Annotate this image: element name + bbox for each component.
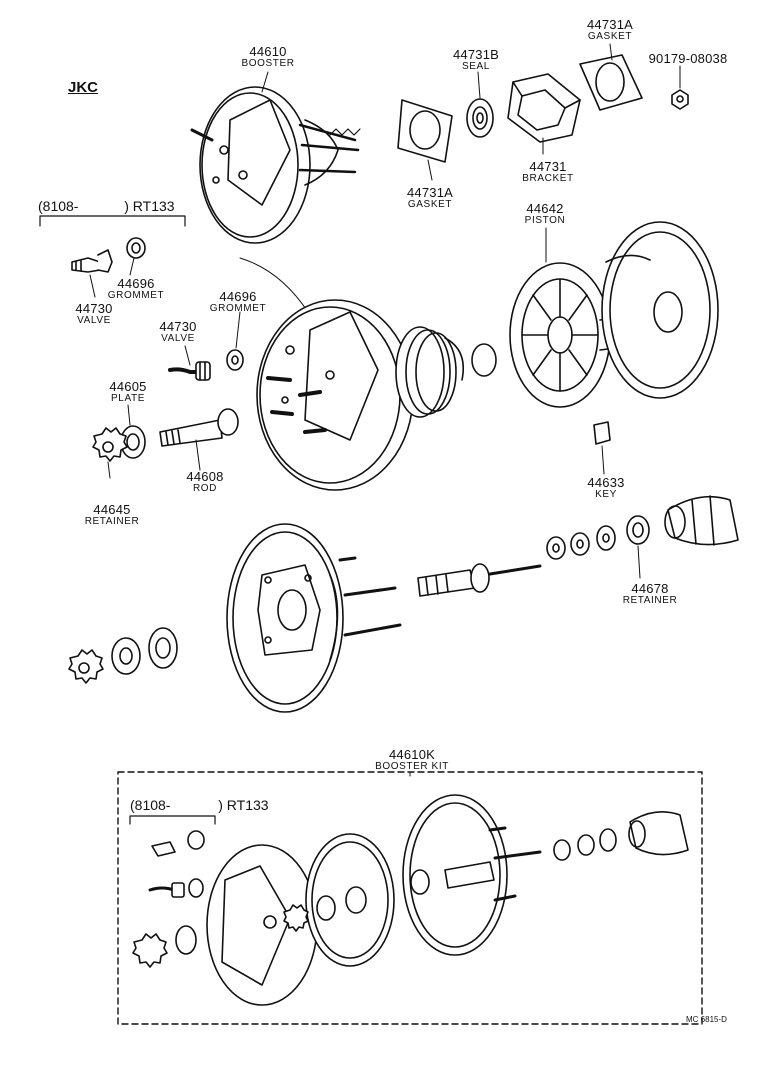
label-grommet-b: 44696 GROMMET xyxy=(210,290,266,314)
label-plate: 44605 PLATE xyxy=(109,380,146,404)
part-number: 44610 xyxy=(249,44,287,59)
diaphragm-drawing xyxy=(395,326,464,418)
part-name: BRACKET xyxy=(522,173,574,184)
diagram-header: JKC xyxy=(68,79,99,96)
valve-body-drawing xyxy=(417,563,542,597)
part-name: RETAINER xyxy=(622,595,678,606)
lower-retainer-drawing xyxy=(68,627,178,684)
part-name: GROMMET xyxy=(107,290,165,301)
part-number: 44696 xyxy=(219,289,257,304)
gasket-top-drawing xyxy=(579,54,643,111)
part-name: BOOSTER KIT xyxy=(375,761,449,772)
valve-a-drawing xyxy=(71,249,113,273)
part-number: 44731 xyxy=(529,159,567,174)
bracket-drawing xyxy=(507,73,581,143)
valve-b-drawing xyxy=(168,361,211,381)
grommet-b-drawing xyxy=(226,349,244,371)
rod-drawing xyxy=(159,408,239,447)
label-bracket: 44731 BRACKET xyxy=(522,160,573,184)
range-open: (8108- xyxy=(130,797,171,813)
label-retainer-b: 44678 RETAINER xyxy=(623,582,678,606)
part-name: VALVE xyxy=(77,315,111,326)
label-gasket-mid: 44731A GASKET xyxy=(407,186,453,210)
label-seal: 44731B SEAL xyxy=(453,48,499,72)
part-number: 44605 xyxy=(109,379,147,394)
part-name: SEAL xyxy=(462,61,490,72)
part-number: 44608 xyxy=(186,469,224,484)
part-number: 44731B xyxy=(452,47,500,62)
label-booster-kit: 44610K BOOSTER KIT xyxy=(375,748,449,772)
range-bracket-top xyxy=(39,215,186,227)
booster-rear-shell-top xyxy=(601,221,719,399)
gasket-mid-drawing xyxy=(397,99,453,163)
nut-drawing xyxy=(671,89,689,110)
range-note-kit: (8108- ) RT133 xyxy=(130,798,269,812)
range-close: ) RT133 xyxy=(124,198,175,214)
retainer-b-drawing xyxy=(626,515,650,545)
label-booster: 44610 BOOSTER xyxy=(241,45,294,69)
part-number: 44645 xyxy=(93,502,131,517)
retainer-a-drawing xyxy=(92,427,128,462)
range-close: ) RT133 xyxy=(218,797,269,813)
washer-set-drawing xyxy=(546,525,616,560)
seal-drawing xyxy=(466,98,494,138)
part-name: VALVE xyxy=(161,333,195,344)
range-open: (8108- xyxy=(38,198,79,214)
label-piston: 44642 PISTON xyxy=(525,202,566,226)
part-name: BOOSTER xyxy=(241,58,295,69)
part-name: GASKET xyxy=(407,199,453,210)
label-grommet-a: 44696 GROMMET xyxy=(108,277,164,301)
leader-lines xyxy=(89,43,681,777)
part-name: PLATE xyxy=(111,393,145,404)
booster-top-assembly xyxy=(190,86,361,244)
figure-code: MC 6815-D xyxy=(686,1015,727,1024)
booster-front-shell xyxy=(256,299,414,491)
part-number: 44730 xyxy=(159,319,197,334)
part-number: 44696 xyxy=(117,276,155,291)
part-number: 44731A xyxy=(406,185,454,200)
label-valve-a: 44730 VALVE xyxy=(75,302,112,326)
grommet-a-drawing xyxy=(126,237,146,259)
part-number: 44678 xyxy=(631,581,669,596)
part-name: GASKET xyxy=(587,31,633,42)
part-name: ROD xyxy=(192,483,218,494)
label-retainer-a: 44645 RETAINER xyxy=(85,503,140,527)
part-number: 44731A xyxy=(586,17,634,32)
label-gasket-top: 44731A GASKET xyxy=(587,18,633,42)
part-number: 44610K xyxy=(388,747,436,762)
key-drawing xyxy=(593,421,611,445)
part-name: GROMMET xyxy=(209,303,267,314)
part-number: 44730 xyxy=(75,301,113,316)
label-key: 44633 KEY xyxy=(587,476,624,500)
part-name: PISTON xyxy=(524,215,566,226)
kit-contents-drawing xyxy=(132,794,689,1006)
range-bracket-kit xyxy=(129,815,216,825)
part-number: 44633 xyxy=(587,475,625,490)
plate-drawing xyxy=(120,425,146,459)
part-name: KEY xyxy=(595,489,617,500)
booster-rear-shell-lower xyxy=(226,523,402,713)
range-note-top: (8108- ) RT133 xyxy=(38,199,175,213)
part-number: 44642 xyxy=(526,201,564,216)
label-valve-b: 44730 VALVE xyxy=(159,320,196,344)
part-name: RETAINER xyxy=(84,516,140,527)
label-rod: 44608 ROD xyxy=(186,470,223,494)
boot-drawing xyxy=(664,495,739,546)
label-bolt: 90179-08038 xyxy=(648,51,728,66)
piston-seal-drawing xyxy=(471,343,497,377)
